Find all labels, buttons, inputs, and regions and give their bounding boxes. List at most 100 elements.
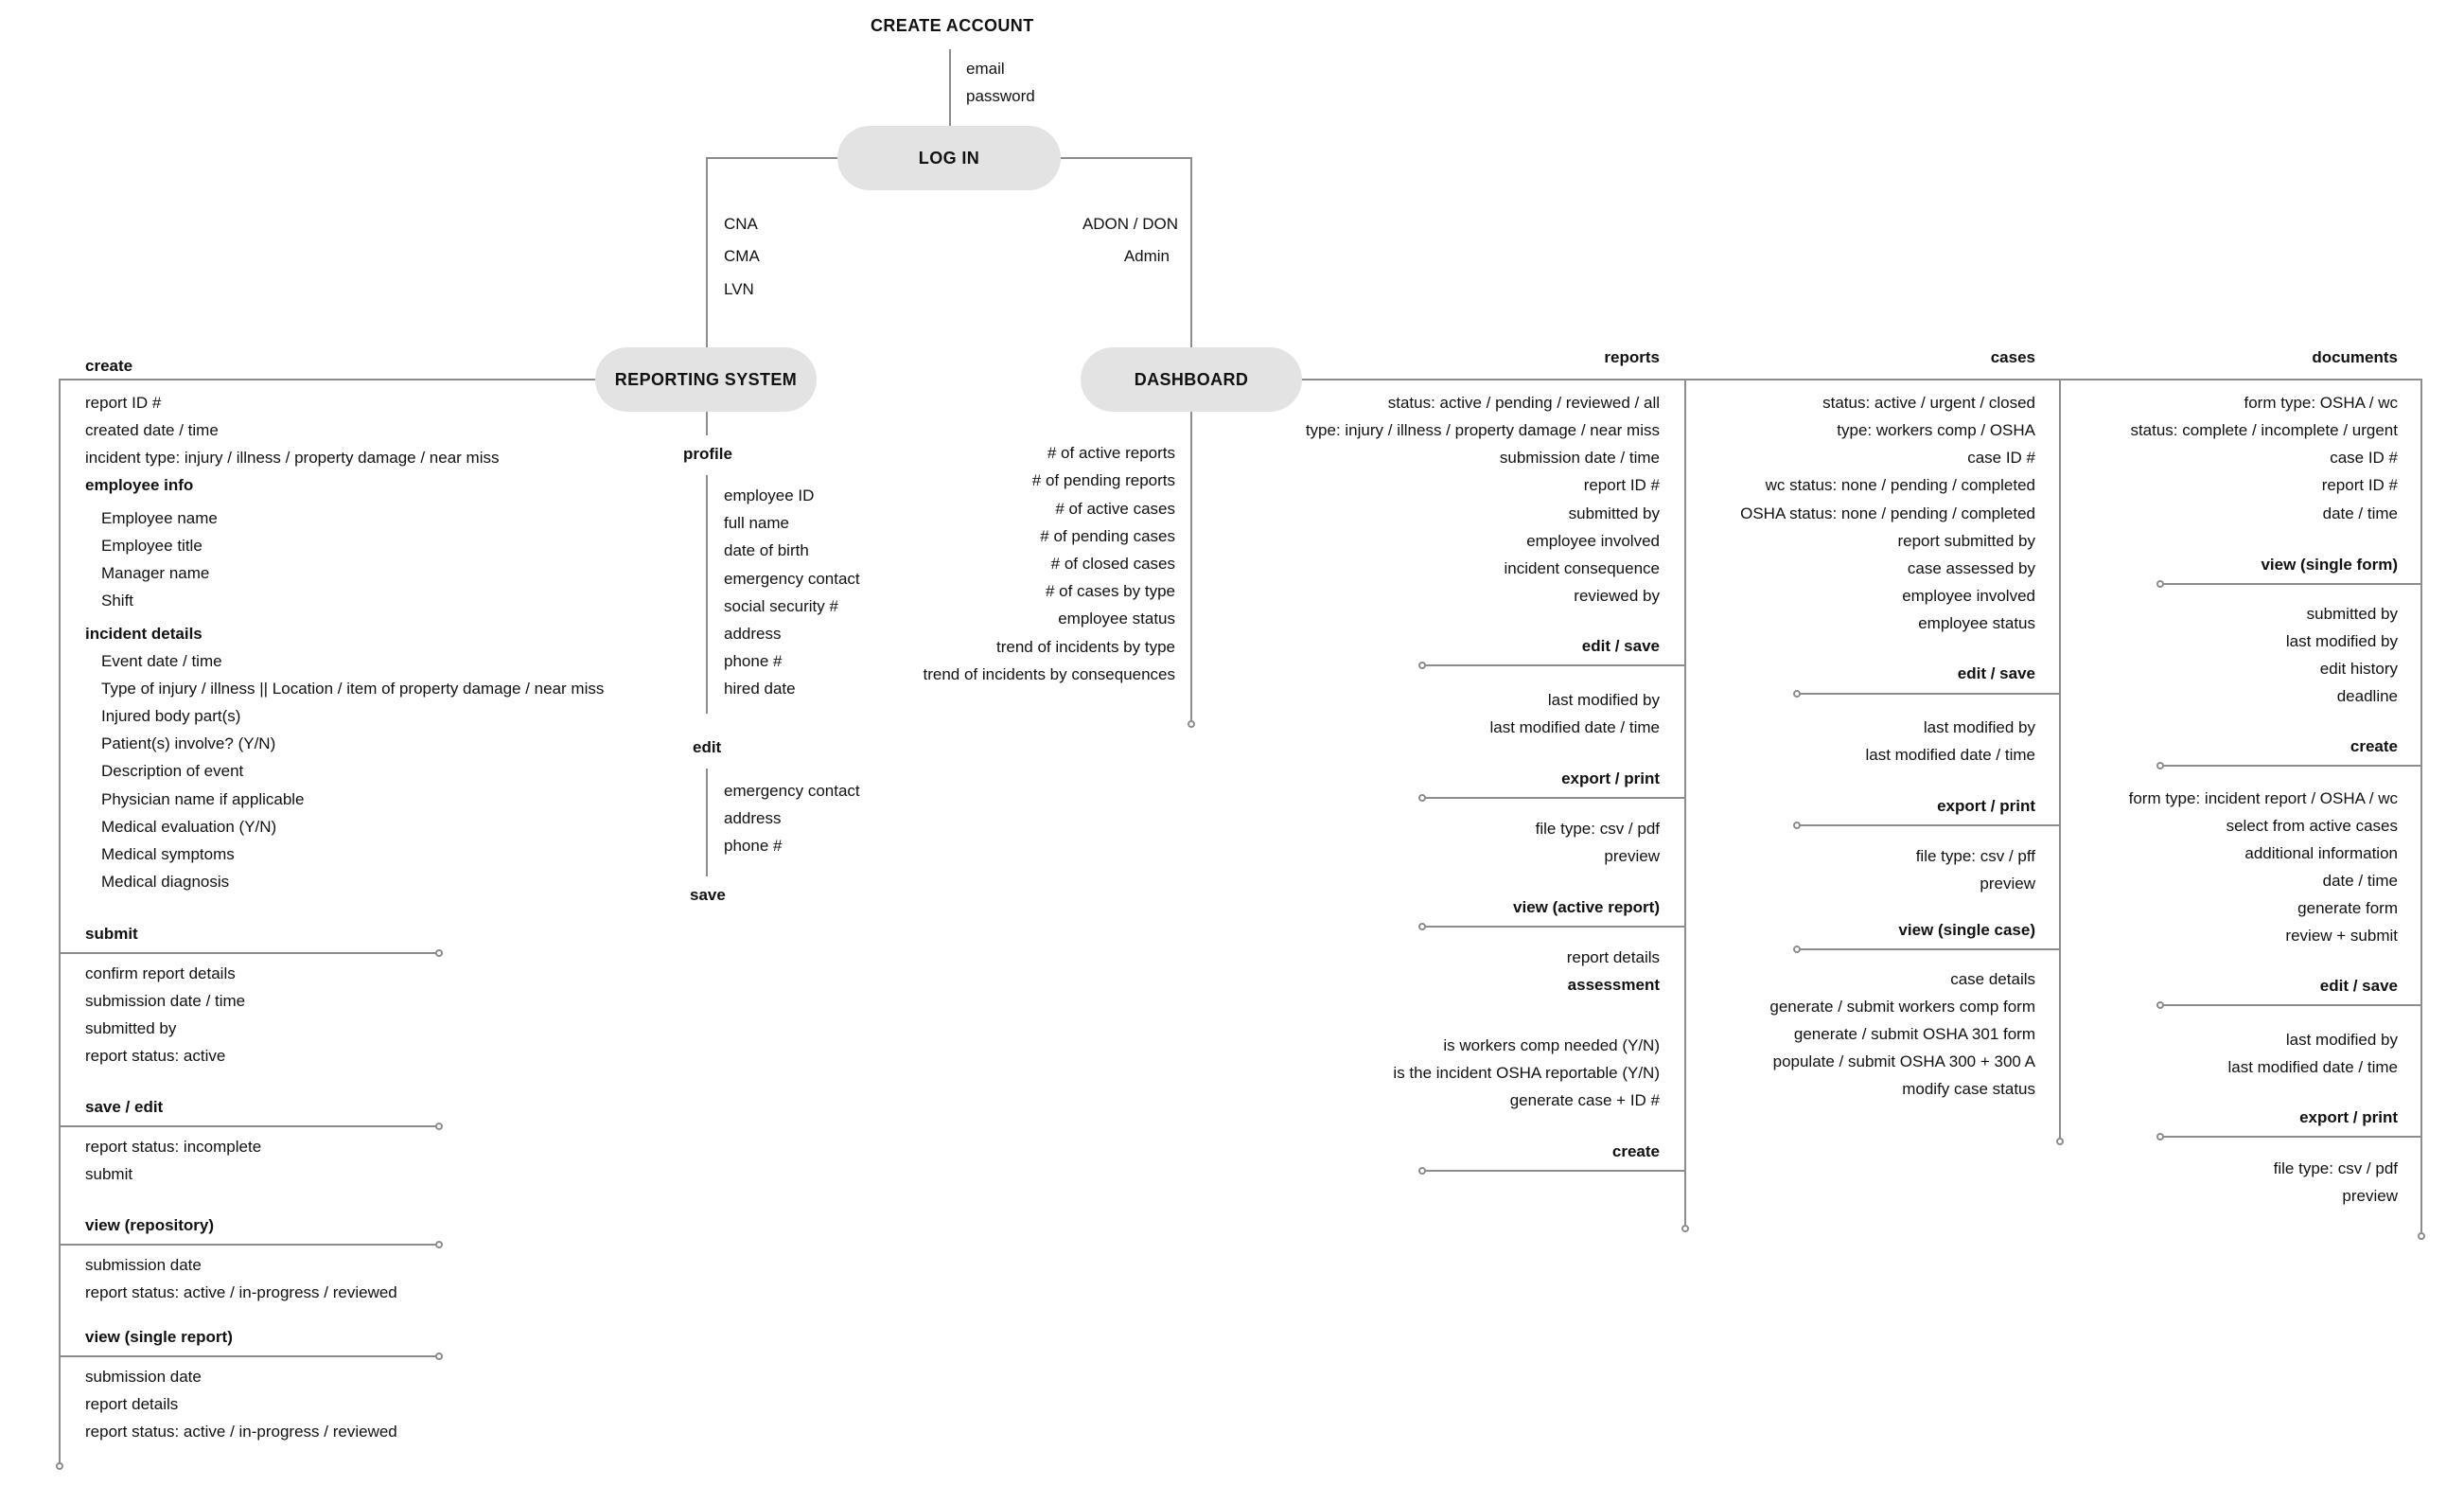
create-section-title[interactable]: create — [85, 357, 133, 375]
documents-view-single-item: deadline — [2336, 687, 2398, 705]
connector-line — [1684, 379, 1686, 1229]
connector-line — [1423, 926, 1686, 928]
cases-view-single-item: modify case status — [1902, 1080, 2035, 1098]
incident-details-item: Type of injury / illness || Location / i… — [101, 680, 605, 698]
submit-section-title[interactable]: submit — [85, 925, 138, 943]
cases-view-single-title[interactable]: view (single case) — [1898, 921, 2035, 939]
reports-edit-save-item: last modified date / time — [1489, 718, 1660, 736]
log-in-node[interactable]: LOG IN — [837, 126, 1061, 190]
connector-line — [706, 475, 708, 714]
role-cma: CMA — [724, 247, 760, 265]
branch-end-dot — [1681, 1225, 1689, 1232]
branch-end-dot — [1418, 794, 1426, 802]
dashboard-metric: # of cases by type — [1045, 582, 1175, 600]
view-single-report-section-title[interactable]: view (single report) — [85, 1328, 233, 1346]
connector-line — [2161, 583, 2422, 585]
branch-end-dot — [2156, 1133, 2164, 1141]
branch-end-dot — [2056, 1138, 2064, 1145]
branch-end-dot — [435, 1123, 443, 1130]
branch-end-dot — [435, 1241, 443, 1248]
incident-details-title: incident details — [85, 625, 202, 643]
edit-item: address — [724, 809, 782, 827]
dashboard-metric: # of active reports — [1047, 444, 1175, 462]
view-repository-section-title[interactable]: view (repository) — [85, 1216, 215, 1234]
incident-details-item: Event date / time — [101, 652, 222, 670]
connector-line — [2161, 1136, 2422, 1138]
cases-field: wc status: none / pending / completed — [1765, 476, 2035, 494]
documents-create-item: select from active cases — [2226, 817, 2398, 835]
cases-edit-save-item: last modified date / time — [1865, 746, 2035, 764]
dashboard-metric: employee status — [1058, 610, 1175, 628]
connector-line — [59, 1125, 439, 1127]
profile-item: employee ID — [724, 486, 815, 504]
edit-item: emergency contact — [724, 782, 860, 800]
cases-view-single-item: generate / submit workers comp form — [1769, 998, 2035, 1016]
edit-item: phone # — [724, 837, 783, 855]
reports-export-print-title[interactable]: export / print — [1561, 769, 1660, 787]
cases-field: status: active / urgent / closed — [1822, 394, 2035, 412]
submit-item: confirm report details — [85, 964, 236, 982]
employee-info-item: Manager name — [101, 564, 210, 582]
dashboard-metric: # of pending cases — [1040, 527, 1175, 545]
save-edit-item: report status: incomplete — [85, 1138, 262, 1156]
documents-section-title[interactable]: documents — [2312, 348, 2398, 366]
password-field-label: password — [966, 87, 1035, 105]
cases-export-print-title[interactable]: export / print — [1937, 797, 2035, 815]
create-field: created date / time — [85, 421, 219, 439]
profile-section-title[interactable]: profile — [683, 445, 732, 463]
view-single-report-item: report details — [85, 1395, 179, 1413]
connector-line — [706, 157, 708, 348]
documents-export-print-title[interactable]: export / print — [2299, 1108, 2398, 1126]
reports-assessment-item: generate case + ID # — [1509, 1091, 1660, 1109]
documents-edit-save-item: last modified by — [2285, 1031, 2398, 1049]
reports-assessment-item: is workers comp needed (Y/N) — [1443, 1036, 1660, 1054]
incident-details-item: Description of event — [101, 762, 244, 780]
cases-view-single-item: case details — [1950, 970, 2035, 988]
cases-edit-save-title[interactable]: edit / save — [1957, 664, 2035, 682]
reports-section-title[interactable]: reports — [1604, 348, 1660, 366]
reports-view-active-title[interactable]: view (active report) — [1513, 898, 1660, 916]
reports-field: report ID # — [1583, 476, 1660, 494]
branch-end-dot — [435, 1353, 443, 1360]
connector-line — [1423, 797, 1686, 799]
dashboard-metric: # of pending reports — [1031, 471, 1175, 489]
reports-field: incident consequence — [1504, 559, 1660, 577]
create-account-title[interactable]: CREATE ACCOUNT — [871, 16, 1034, 35]
documents-view-single-title[interactable]: view (single form) — [2261, 556, 2398, 574]
cases-field: OSHA status: none / pending / completed — [1740, 504, 2035, 522]
connector-line — [2420, 379, 2422, 1236]
save-section-title[interactable]: save — [690, 886, 726, 904]
reports-view-active-item: report details — [1566, 948, 1660, 966]
branch-end-dot — [2156, 762, 2164, 769]
reports-assessment-title[interactable]: assessment — [1567, 976, 1660, 994]
connector-line — [1798, 948, 2061, 950]
reports-create-title[interactable]: create — [1611, 1142, 1660, 1160]
incident-details-item: Patient(s) involve? (Y/N) — [101, 734, 276, 752]
documents-export-print-item: preview — [2342, 1187, 2398, 1205]
documents-create-title[interactable]: create — [2350, 737, 2398, 755]
reports-edit-save-title[interactable]: edit / save — [1581, 637, 1660, 655]
connector-line — [2161, 1004, 2422, 1006]
connector-line — [706, 769, 708, 876]
profile-item: full name — [724, 514, 789, 532]
view-repository-item: submission date — [85, 1256, 202, 1274]
cases-field: case ID # — [1967, 449, 2035, 467]
cases-view-single-item: populate / submit OSHA 300 + 300 A — [1772, 1052, 2035, 1070]
profile-item: hired date — [724, 680, 796, 698]
edit-section-title[interactable]: edit — [693, 738, 722, 756]
documents-edit-save-item: last modified date / time — [2227, 1058, 2398, 1076]
dashboard-node[interactable]: DASHBOARD — [1081, 347, 1302, 412]
reporting-system-node[interactable]: REPORTING SYSTEM — [595, 347, 817, 412]
cases-edit-save-item: last modified by — [1923, 718, 2035, 736]
incident-details-item: Medical diagnosis — [101, 873, 230, 891]
branch-end-dot — [2156, 1001, 2164, 1009]
connector-line — [59, 379, 61, 1465]
connector-line — [2161, 765, 2422, 767]
cases-section-title[interactable]: cases — [1990, 348, 2035, 366]
save-edit-section-title[interactable]: save / edit — [85, 1098, 164, 1116]
documents-view-single-item: last modified by — [2285, 632, 2398, 650]
documents-edit-save-title[interactable]: edit / save — [2319, 977, 2398, 995]
cases-export-print-item: file type: csv / pff — [1915, 847, 2035, 865]
employee-info-item: Employee name — [101, 509, 218, 527]
documents-view-single-item: submitted by — [2306, 605, 2398, 623]
